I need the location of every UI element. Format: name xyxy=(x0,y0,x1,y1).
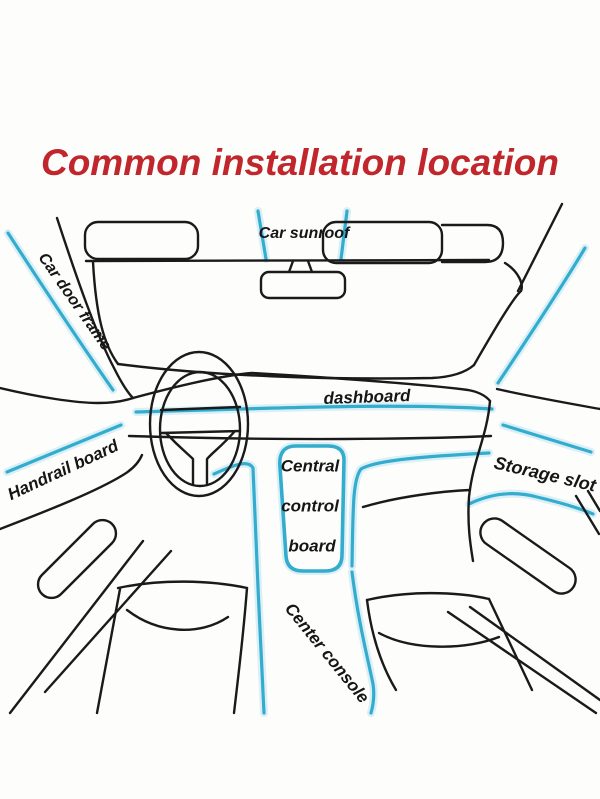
door-right-diagonal-3 xyxy=(446,610,598,715)
door-right-top xyxy=(495,387,600,411)
highlight-lines xyxy=(5,209,595,715)
door-frame-highlight xyxy=(6,231,115,392)
sun-visor-left xyxy=(83,220,200,261)
steering-wheel-spokes xyxy=(159,405,242,487)
label-central-control-board-line2: control xyxy=(281,496,339,516)
door-right-diagonal-2 xyxy=(586,489,600,513)
a-pillar-left xyxy=(55,216,135,400)
headliner-line xyxy=(84,258,491,263)
seat-left-side-l xyxy=(95,587,122,715)
rearview-mirror xyxy=(259,270,347,300)
seat-left-top xyxy=(116,580,249,590)
label-central-control-board-line3: board xyxy=(288,536,336,556)
headliner-right-tab xyxy=(440,223,505,264)
central-control-board-outline xyxy=(278,444,346,573)
windshield-bottom xyxy=(116,362,476,380)
door-left-armrest-top xyxy=(0,453,144,531)
page-title: Common installation location xyxy=(40,142,560,183)
label-dashboard: dashboard xyxy=(323,385,411,409)
seat-right-top xyxy=(365,591,491,602)
seat-left-sag xyxy=(125,608,230,631)
seat-right-side-r xyxy=(487,597,534,692)
door-left-diagonal-1 xyxy=(8,539,145,715)
steering-wheel-inner xyxy=(158,370,242,488)
mirror-stem xyxy=(287,259,314,274)
label-central-control-board-line1: Central xyxy=(280,456,340,476)
dash-top xyxy=(131,371,492,403)
door-left-top xyxy=(0,386,135,405)
dash-under-curve xyxy=(361,488,472,509)
dashboard-highlight xyxy=(134,404,494,414)
windshield-right xyxy=(472,261,523,367)
door-left-diagonal-2 xyxy=(43,549,173,694)
sunroof-highlight-right xyxy=(339,209,349,261)
outline-lines xyxy=(0,202,600,715)
door-left-handle xyxy=(36,518,118,600)
seat-right-side-l xyxy=(365,598,398,692)
steering-wheel-outer xyxy=(148,350,250,498)
right-pillar-highlight xyxy=(496,246,587,385)
sun-visor-right xyxy=(321,220,444,265)
handrail-highlight xyxy=(5,423,123,474)
storage-slot-highlight-upper xyxy=(501,423,593,454)
dash-lower-line xyxy=(127,434,493,441)
dash-right-edge xyxy=(467,399,492,563)
console-right-highlight xyxy=(350,570,376,715)
sunroof-highlight-left xyxy=(256,209,268,261)
a-pillar-right xyxy=(516,202,564,293)
console-left-highlight xyxy=(212,461,266,715)
door-right-diagonal-4 xyxy=(468,605,600,702)
storage-slot-highlight-lower xyxy=(467,492,595,516)
seat-right-sag xyxy=(377,631,501,648)
seat-left-side-r xyxy=(232,586,249,715)
console-right-sweep-highlight xyxy=(350,451,491,568)
door-right-diagonal-1 xyxy=(574,494,600,536)
label-car-sunroof: Car sunroof xyxy=(258,225,350,242)
windshield-left xyxy=(91,260,120,366)
door-right-handle xyxy=(479,517,577,595)
